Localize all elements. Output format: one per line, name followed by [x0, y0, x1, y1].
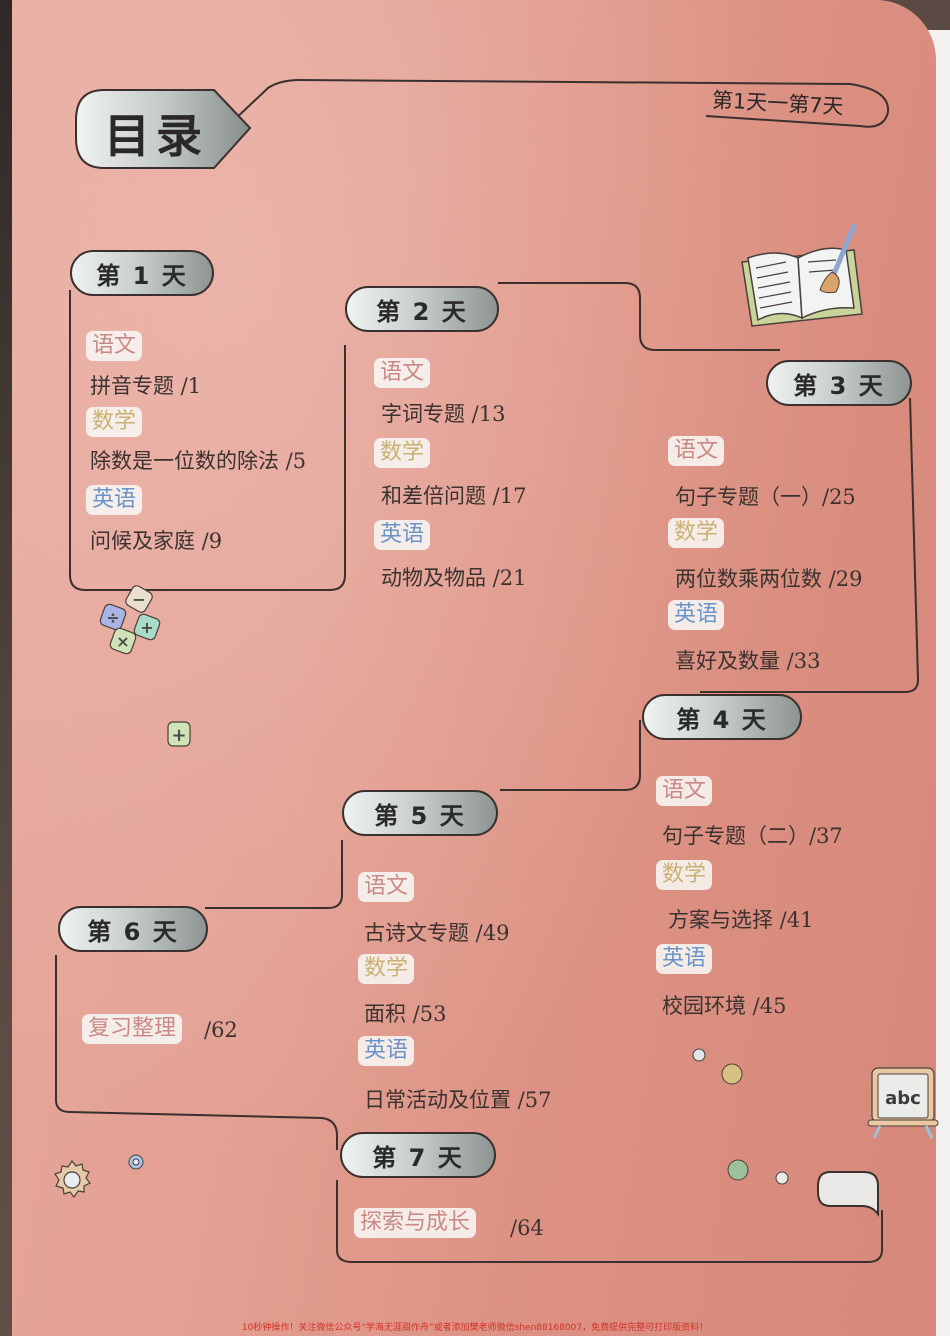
day-4-chinese-topic[interactable]: 句子专题（二）/37 [662, 824, 843, 848]
day-3-header: 第 3 天 [766, 360, 912, 406]
decorative-dots [692, 1048, 789, 1185]
day-4-math-tag: 数学 [656, 860, 713, 890]
day-5-english-tag: 英语 [358, 1036, 415, 1066]
day-2-math-topic[interactable]: 和差倍问题 /17 [381, 484, 527, 508]
day-2-chinese-tag: 语文 [374, 358, 431, 388]
day-5-english-topic[interactable]: 日常活动及位置 /57 [364, 1088, 552, 1112]
day-1-header: 第 1 天 [70, 250, 214, 296]
day-4-chinese-tag: 语文 [656, 776, 713, 806]
svg-text:÷: ÷ [106, 608, 119, 627]
day-1-english-tag: 英语 [86, 485, 143, 515]
day-7-header: 第 7 天 [340, 1132, 496, 1178]
page-title: 目录 [104, 109, 208, 163]
day-1-math-tag: 数学 [86, 407, 143, 437]
day-3-chinese-tag: 语文 [668, 436, 725, 466]
day-3-chinese-topic[interactable]: 句子专题（一）/25 [675, 485, 856, 509]
day-5-header: 第 5 天 [342, 790, 498, 836]
gear-icon-small [128, 1154, 144, 1170]
day-4-header: 第 4 天 [642, 694, 802, 740]
svg-text:+: + [140, 618, 153, 637]
day-4-english-topic[interactable]: 校园环境 /45 [662, 994, 787, 1018]
day-1-chinese-topic[interactable]: 拼音专题 /1 [90, 374, 202, 398]
day-6-header: 第 6 天 [58, 906, 208, 952]
gear-icon-large [54, 1159, 91, 1199]
plus-tile-icon: + [167, 721, 191, 747]
day-2-header: 第 2 天 [345, 286, 499, 332]
day-1-english-topic[interactable]: 问候及家庭 /9 [90, 529, 223, 553]
day-5-chinese-topic[interactable]: 古诗文专题 /49 [364, 921, 510, 945]
speech-bubble-icon [817, 1171, 879, 1217]
title-badge [75, 89, 252, 169]
book-with-brush-icon [741, 223, 863, 327]
footer-notice: 10秒钟操作！关注微信公众号“学海无涯甜作舟”或者添加樊老师微信shen8816… [241, 1323, 709, 1333]
day-7-page: /64 [510, 1216, 544, 1240]
day-5-math-topic[interactable]: 面积 /53 [364, 1002, 447, 1026]
day-2-english-tag: 英语 [374, 520, 431, 550]
day-3-english-topic[interactable]: 喜好及数量 /33 [675, 649, 821, 673]
day-3-math-tag: 数学 [668, 518, 725, 548]
day-1-math-topic[interactable]: 除数是一位数的除法 /5 [90, 449, 307, 473]
svg-text:−: − [132, 590, 145, 609]
day-4-english-tag: 英语 [656, 944, 713, 974]
svg-text:×: × [116, 632, 129, 651]
day-2-chinese-topic[interactable]: 字词专题 /13 [381, 402, 506, 426]
svg-text:abc: abc [885, 1088, 921, 1109]
day-3-math-topic[interactable]: 两位数乘两位数 /29 [675, 567, 863, 591]
day-5-chinese-tag: 语文 [358, 872, 415, 902]
math-operators-icon: −÷ + × [99, 585, 161, 655]
abc-board-icon: abc [867, 1067, 939, 1139]
day-7-explore-tag[interactable]: 探索与成长 [354, 1208, 477, 1238]
day-6-page: /62 [204, 1018, 238, 1042]
day-1-chinese-tag: 语文 [86, 331, 143, 361]
day-6-review-tag[interactable]: 复习整理 [82, 1014, 183, 1044]
day-4-math-topic[interactable]: 方案与选择 /41 [668, 908, 814, 932]
svg-text:+: + [171, 725, 186, 746]
day-5-math-tag: 数学 [358, 954, 415, 984]
day-2-english-topic[interactable]: 动物及物品 /21 [381, 566, 527, 590]
day-3-english-tag: 英语 [668, 600, 725, 630]
day-2-math-tag: 数学 [374, 438, 431, 468]
